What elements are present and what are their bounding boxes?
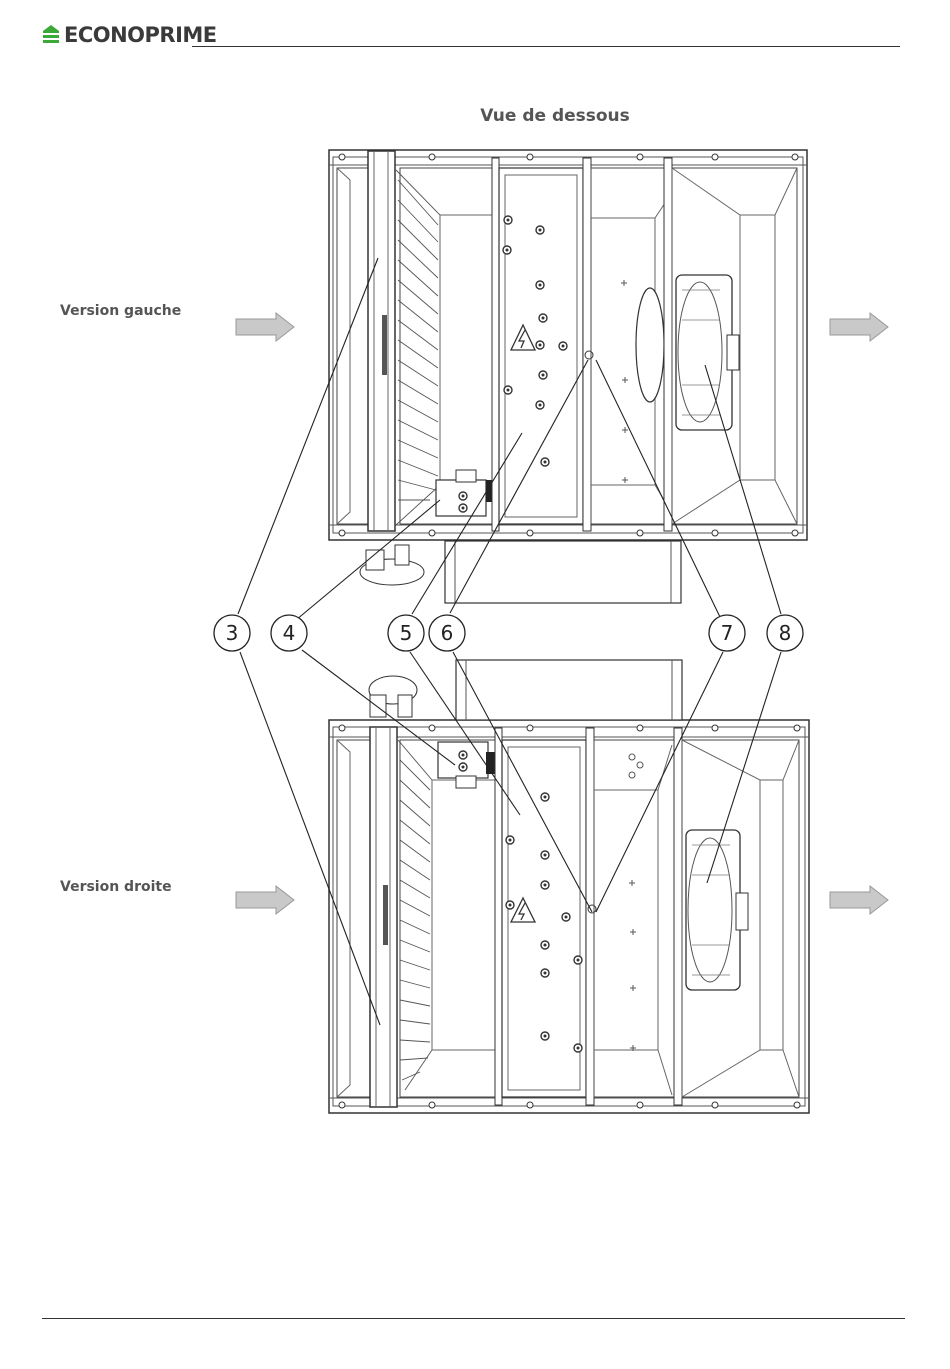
callout-4: 4	[271, 615, 307, 651]
fan-icon	[676, 275, 739, 430]
callouts: 3 4 5 6 7 8	[214, 615, 803, 651]
unit-version-droite	[236, 660, 888, 1113]
footer-rule	[42, 1318, 905, 1319]
callout-5: 5	[388, 615, 424, 651]
filter-icon	[368, 151, 395, 531]
svg-text:8: 8	[779, 621, 792, 645]
svg-text:6: 6	[441, 621, 454, 645]
unit-version-gauche	[236, 150, 888, 603]
svg-text:7: 7	[721, 621, 734, 645]
airflow-arrow-icon	[236, 313, 294, 341]
airflow-arrow-icon	[830, 886, 888, 914]
svg-text:3: 3	[226, 621, 239, 645]
svg-text:5: 5	[400, 621, 413, 645]
callout-6: 6	[429, 615, 465, 651]
callout-8: 8	[767, 615, 803, 651]
svg-text:4: 4	[283, 621, 296, 645]
airflow-arrow-icon	[236, 886, 294, 914]
callout-3: 3	[214, 615, 250, 651]
airflow-arrow-icon	[830, 313, 888, 341]
callout-7: 7	[709, 615, 745, 651]
fan-icon	[686, 830, 748, 990]
